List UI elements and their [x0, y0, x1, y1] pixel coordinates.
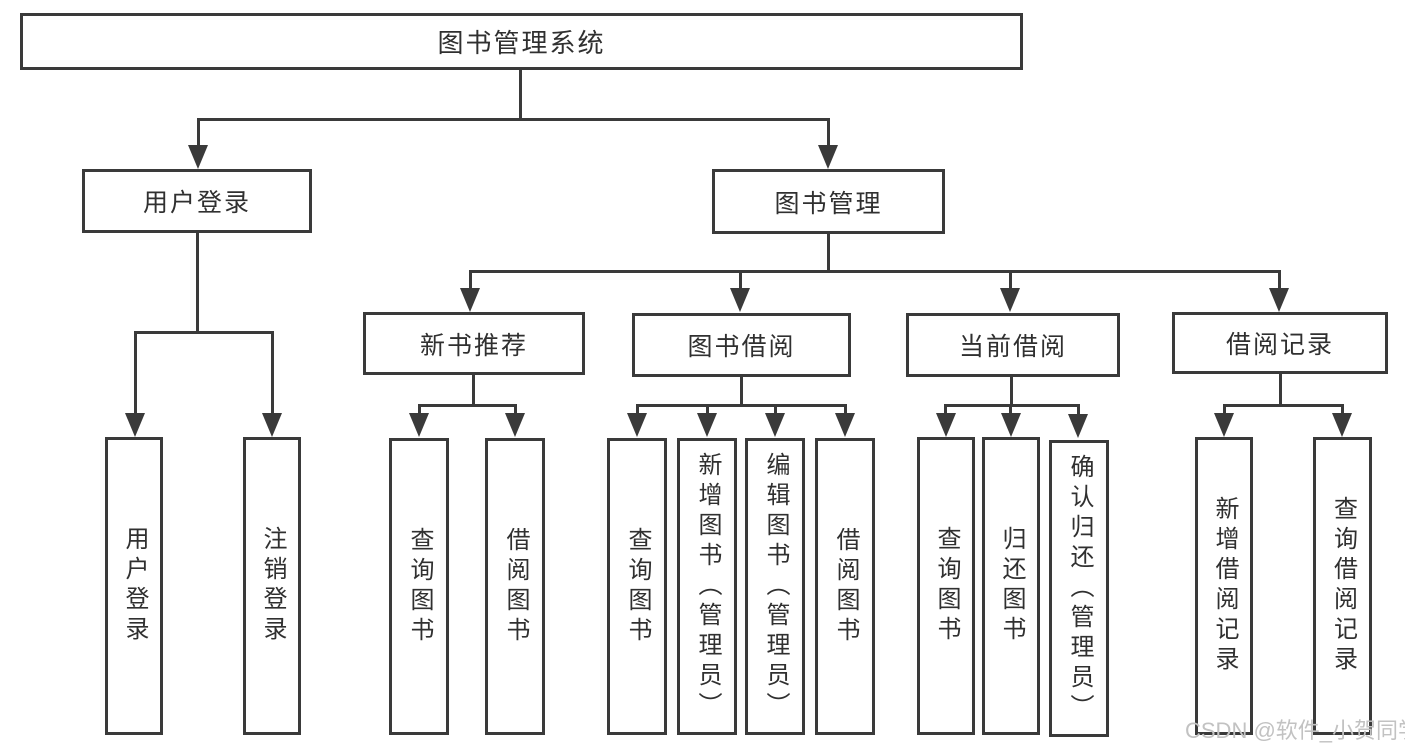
connector-line: [636, 404, 639, 416]
connector-arrow: [1068, 414, 1088, 438]
connector-line: [827, 234, 830, 272]
csdn-watermark: CSDN @软件_小贺同学: [1185, 718, 1405, 743]
node-label: 注销登录: [259, 526, 286, 646]
connector-line: [514, 404, 517, 416]
node-label: 查询借阅记录: [1329, 496, 1357, 676]
connector-arrow: [125, 413, 145, 437]
leaf-query-books-1: 查询图书: [389, 438, 449, 735]
connector-arrow: [188, 145, 208, 169]
connector-arrow: [730, 288, 750, 312]
node-label: 确认归还（管理员）: [1066, 453, 1093, 724]
connector-arrow: [262, 413, 282, 437]
leaf-query-books-2: 查询图书: [607, 438, 667, 735]
leaf-user-login: 用户登录: [105, 437, 163, 735]
node-label: 用户登录: [121, 526, 148, 646]
leaf-edit-books-admin: 编辑图书（管理员）: [745, 438, 805, 735]
node-label: 查询图书: [624, 526, 651, 647]
connector-line: [196, 232, 199, 333]
connector-arrow: [765, 413, 785, 437]
leaf-borrow-books-2: 借阅图书: [815, 438, 875, 735]
node-label: 当前借阅: [958, 333, 1067, 361]
connector-line: [197, 118, 200, 150]
node-label: 归还图书: [998, 526, 1025, 646]
node-label: 借阅记录: [1225, 331, 1334, 359]
node-book-management-system: 图书管理系统: [20, 13, 1023, 70]
node-borrowing-records: 借阅记录: [1172, 312, 1388, 374]
connector-line: [271, 331, 274, 415]
node-user-login: 用户登录: [82, 169, 312, 233]
leaf-return-books: 归还图书: [982, 437, 1040, 735]
node-label: 新增图书（管理员）: [694, 451, 721, 722]
connector-line: [636, 404, 847, 407]
connector-line: [197, 118, 830, 121]
connector-line: [706, 404, 709, 416]
node-label: 借阅图书: [832, 526, 859, 647]
connector-line: [944, 404, 947, 416]
connector-arrow: [460, 288, 480, 312]
node-label: 用户登录: [142, 189, 251, 217]
connector-line: [774, 404, 777, 416]
connector-arrow: [1332, 413, 1352, 437]
connector-line: [1010, 377, 1013, 406]
connector-arrow: [505, 413, 525, 437]
connector-arrow: [936, 413, 956, 437]
connector-arrow: [1001, 413, 1021, 437]
connector-line: [844, 404, 847, 416]
connector-line: [519, 70, 522, 120]
connector-arrow: [1000, 288, 1020, 312]
connector-line: [1009, 270, 1012, 290]
connector-line: [1223, 404, 1344, 407]
connector-line: [418, 404, 517, 407]
node-book-management: 图书管理: [712, 169, 945, 234]
connector-line: [1009, 404, 1012, 416]
leaf-query-books-3: 查询图书: [917, 437, 975, 735]
connector-arrow: [627, 413, 647, 437]
connector-arrow: [697, 413, 717, 437]
node-book-borrowing: 图书借阅: [632, 313, 851, 377]
node-label: 新增借阅记录: [1211, 496, 1238, 676]
node-label: 查询图书: [933, 526, 960, 646]
connector-line: [827, 118, 830, 150]
node-label: 图书管理系统: [437, 28, 606, 58]
node-new-book-recommend: 新书推荐: [363, 312, 585, 375]
node-label: 借阅图书: [502, 526, 529, 647]
connector-arrow: [1269, 288, 1289, 312]
connector-line: [740, 377, 743, 406]
connector-line: [1279, 373, 1282, 406]
connector-arrow: [409, 413, 429, 437]
connector-line: [418, 404, 421, 416]
connector-line: [469, 270, 472, 290]
leaf-logout: 注销登录: [243, 437, 301, 735]
leaf-confirm-return-admin: 确认归还（管理员）: [1049, 440, 1109, 737]
connector-arrow: [1214, 413, 1234, 437]
node-label: 查询图书: [406, 526, 433, 647]
connector-line: [134, 331, 137, 415]
node-label: 新书推荐: [419, 331, 528, 360]
connector-arrow: [818, 145, 838, 169]
connector-line: [134, 331, 274, 334]
connector-line: [944, 404, 1080, 407]
node-label: 编辑图书（管理员）: [762, 451, 789, 722]
leaf-query-borrow-record: 查询借阅记录: [1313, 437, 1372, 735]
connector-line: [739, 270, 742, 290]
leaf-add-books-admin: 新增图书（管理员）: [677, 438, 737, 735]
connector-line: [469, 270, 1281, 273]
node-label: 图书借阅: [687, 333, 796, 361]
node-current-borrowing: 当前借阅: [906, 313, 1120, 377]
connector-arrow: [835, 413, 855, 437]
leaf-borrow-books-1: 借阅图书: [485, 438, 545, 735]
connector-line: [472, 375, 475, 406]
node-label: 图书管理: [774, 189, 883, 218]
connector-line: [1077, 404, 1080, 416]
connector-line: [1278, 270, 1281, 290]
leaf-add-borrow-record: 新增借阅记录: [1195, 437, 1253, 735]
connector-line: [1341, 404, 1344, 416]
connector-line: [1223, 404, 1226, 416]
